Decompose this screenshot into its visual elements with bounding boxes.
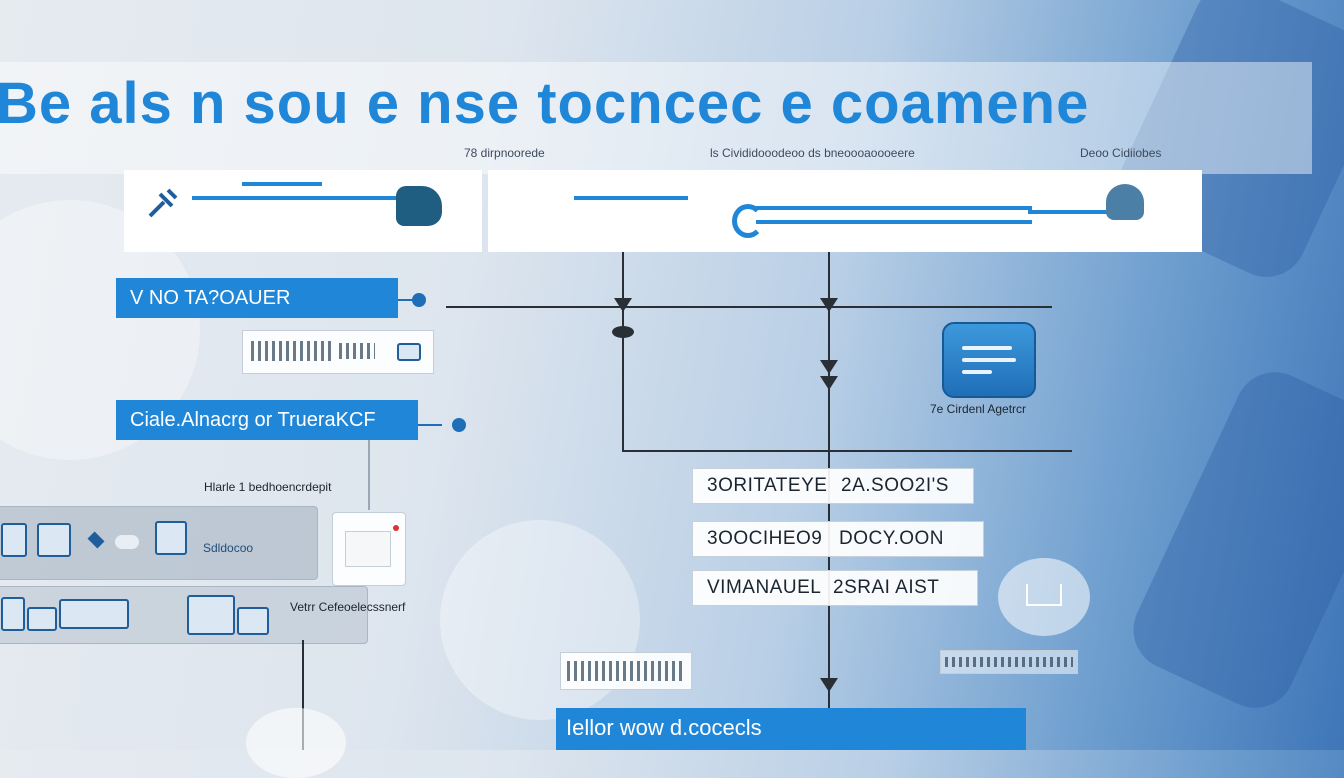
flow-arrow bbox=[820, 678, 838, 692]
bg-shape bbox=[1120, 359, 1344, 721]
row-key: 3OOCIHEO9 bbox=[707, 528, 823, 549]
label-connector bbox=[418, 424, 442, 426]
document-icon bbox=[155, 521, 187, 555]
icon-line bbox=[962, 346, 1012, 350]
data-strip bbox=[560, 652, 692, 690]
alert-dot bbox=[393, 525, 399, 531]
row-value: DOCY.OON bbox=[839, 528, 945, 549]
flow-arrow bbox=[820, 298, 838, 312]
small-icon bbox=[397, 343, 421, 361]
connector-line bbox=[192, 196, 402, 200]
data-strip bbox=[940, 650, 1078, 674]
agent-caption: 7e Cirdenl Agetrcr bbox=[930, 402, 1027, 416]
flow-node bbox=[612, 326, 634, 338]
cloud-icon bbox=[115, 535, 139, 549]
alert-card[interactable] bbox=[332, 512, 406, 586]
monitor-icon bbox=[27, 607, 57, 631]
data-bars bbox=[945, 657, 1073, 667]
data-bars bbox=[339, 343, 375, 359]
icon-line bbox=[962, 370, 992, 374]
round-button[interactable] bbox=[998, 558, 1090, 636]
subtitle-1: 78 dirpnoorede bbox=[464, 146, 545, 160]
monitor-icon bbox=[187, 595, 235, 635]
row-key: VIMANAUEL bbox=[707, 577, 822, 598]
page-title: Be als n sou e nse tocncec e coamene bbox=[0, 71, 1090, 136]
connector-line bbox=[1028, 210, 1128, 214]
connector-line bbox=[756, 220, 1032, 224]
label-1-detail bbox=[242, 330, 434, 374]
window-icon bbox=[345, 531, 391, 567]
data-bars bbox=[251, 341, 331, 361]
connector-line bbox=[574, 196, 688, 200]
bg-blob bbox=[246, 708, 346, 778]
node-shape bbox=[396, 186, 442, 226]
shield-icon bbox=[87, 531, 105, 549]
row-value: 2A.SOO2I'S bbox=[841, 475, 949, 496]
data-row: VIMANAUEL 2SRAI AIST bbox=[692, 570, 978, 606]
data-row: 3OOCIHEO9 DOCY.OON bbox=[692, 521, 984, 557]
left-icon-panel: Sdldocoo bbox=[0, 506, 318, 580]
row-key: 3ORITATEYE bbox=[707, 475, 828, 496]
data-row: 3ORITATEYE 2A.SOO2I'S bbox=[692, 468, 974, 504]
connector-line bbox=[242, 182, 322, 186]
label-dot bbox=[452, 418, 466, 432]
icon-line bbox=[962, 358, 1016, 362]
server-icon bbox=[1, 523, 27, 557]
laptop-icon bbox=[59, 599, 129, 629]
label-connector bbox=[398, 299, 416, 301]
flow-line bbox=[622, 450, 1072, 452]
monitor-icon bbox=[37, 523, 71, 557]
flow-arrow bbox=[820, 360, 838, 374]
label-2: Ciale.Alnacrg or TrueraKCF bbox=[116, 400, 418, 440]
left-icon-panel-2 bbox=[0, 586, 368, 644]
c-shape-icon bbox=[732, 204, 764, 238]
label-dot bbox=[412, 293, 426, 307]
node-shape bbox=[1106, 184, 1144, 220]
top-panel-right bbox=[488, 170, 1202, 252]
building-icon bbox=[1026, 584, 1062, 606]
connector-line bbox=[756, 206, 1032, 210]
top-panel-left bbox=[124, 170, 482, 252]
plug-icon bbox=[148, 188, 178, 218]
data-bars bbox=[567, 661, 685, 681]
panel-caption: Hlarle 1 bedhoencrdepit bbox=[204, 480, 332, 494]
label-1: V NO TA?OAUER bbox=[116, 278, 398, 318]
flow-line bbox=[368, 440, 370, 510]
flow-arrow bbox=[614, 298, 632, 312]
tablet-icon bbox=[237, 607, 269, 635]
server-icon bbox=[1, 597, 25, 631]
panel-sub: Sdldocoo bbox=[203, 541, 254, 555]
flow-line bbox=[622, 252, 624, 452]
row-value: 2SRAI AIST bbox=[833, 577, 940, 598]
subtitle-2: ls Civididooodeoo ds bneoooaoooeere bbox=[710, 146, 915, 160]
desc-caption: Vetrr Cefeoelecssnerf bbox=[290, 600, 406, 614]
flow-arrow bbox=[820, 376, 838, 390]
bg-blob bbox=[440, 520, 640, 720]
flow-line bbox=[446, 306, 1052, 308]
bottom-label: Iellor wow d.cocecls bbox=[556, 708, 1026, 750]
agent-icon[interactable] bbox=[942, 322, 1036, 398]
subtitle-3: Deoo Cidiiobes bbox=[1080, 146, 1162, 160]
title-band bbox=[0, 62, 1312, 174]
flow-line bbox=[302, 640, 304, 750]
